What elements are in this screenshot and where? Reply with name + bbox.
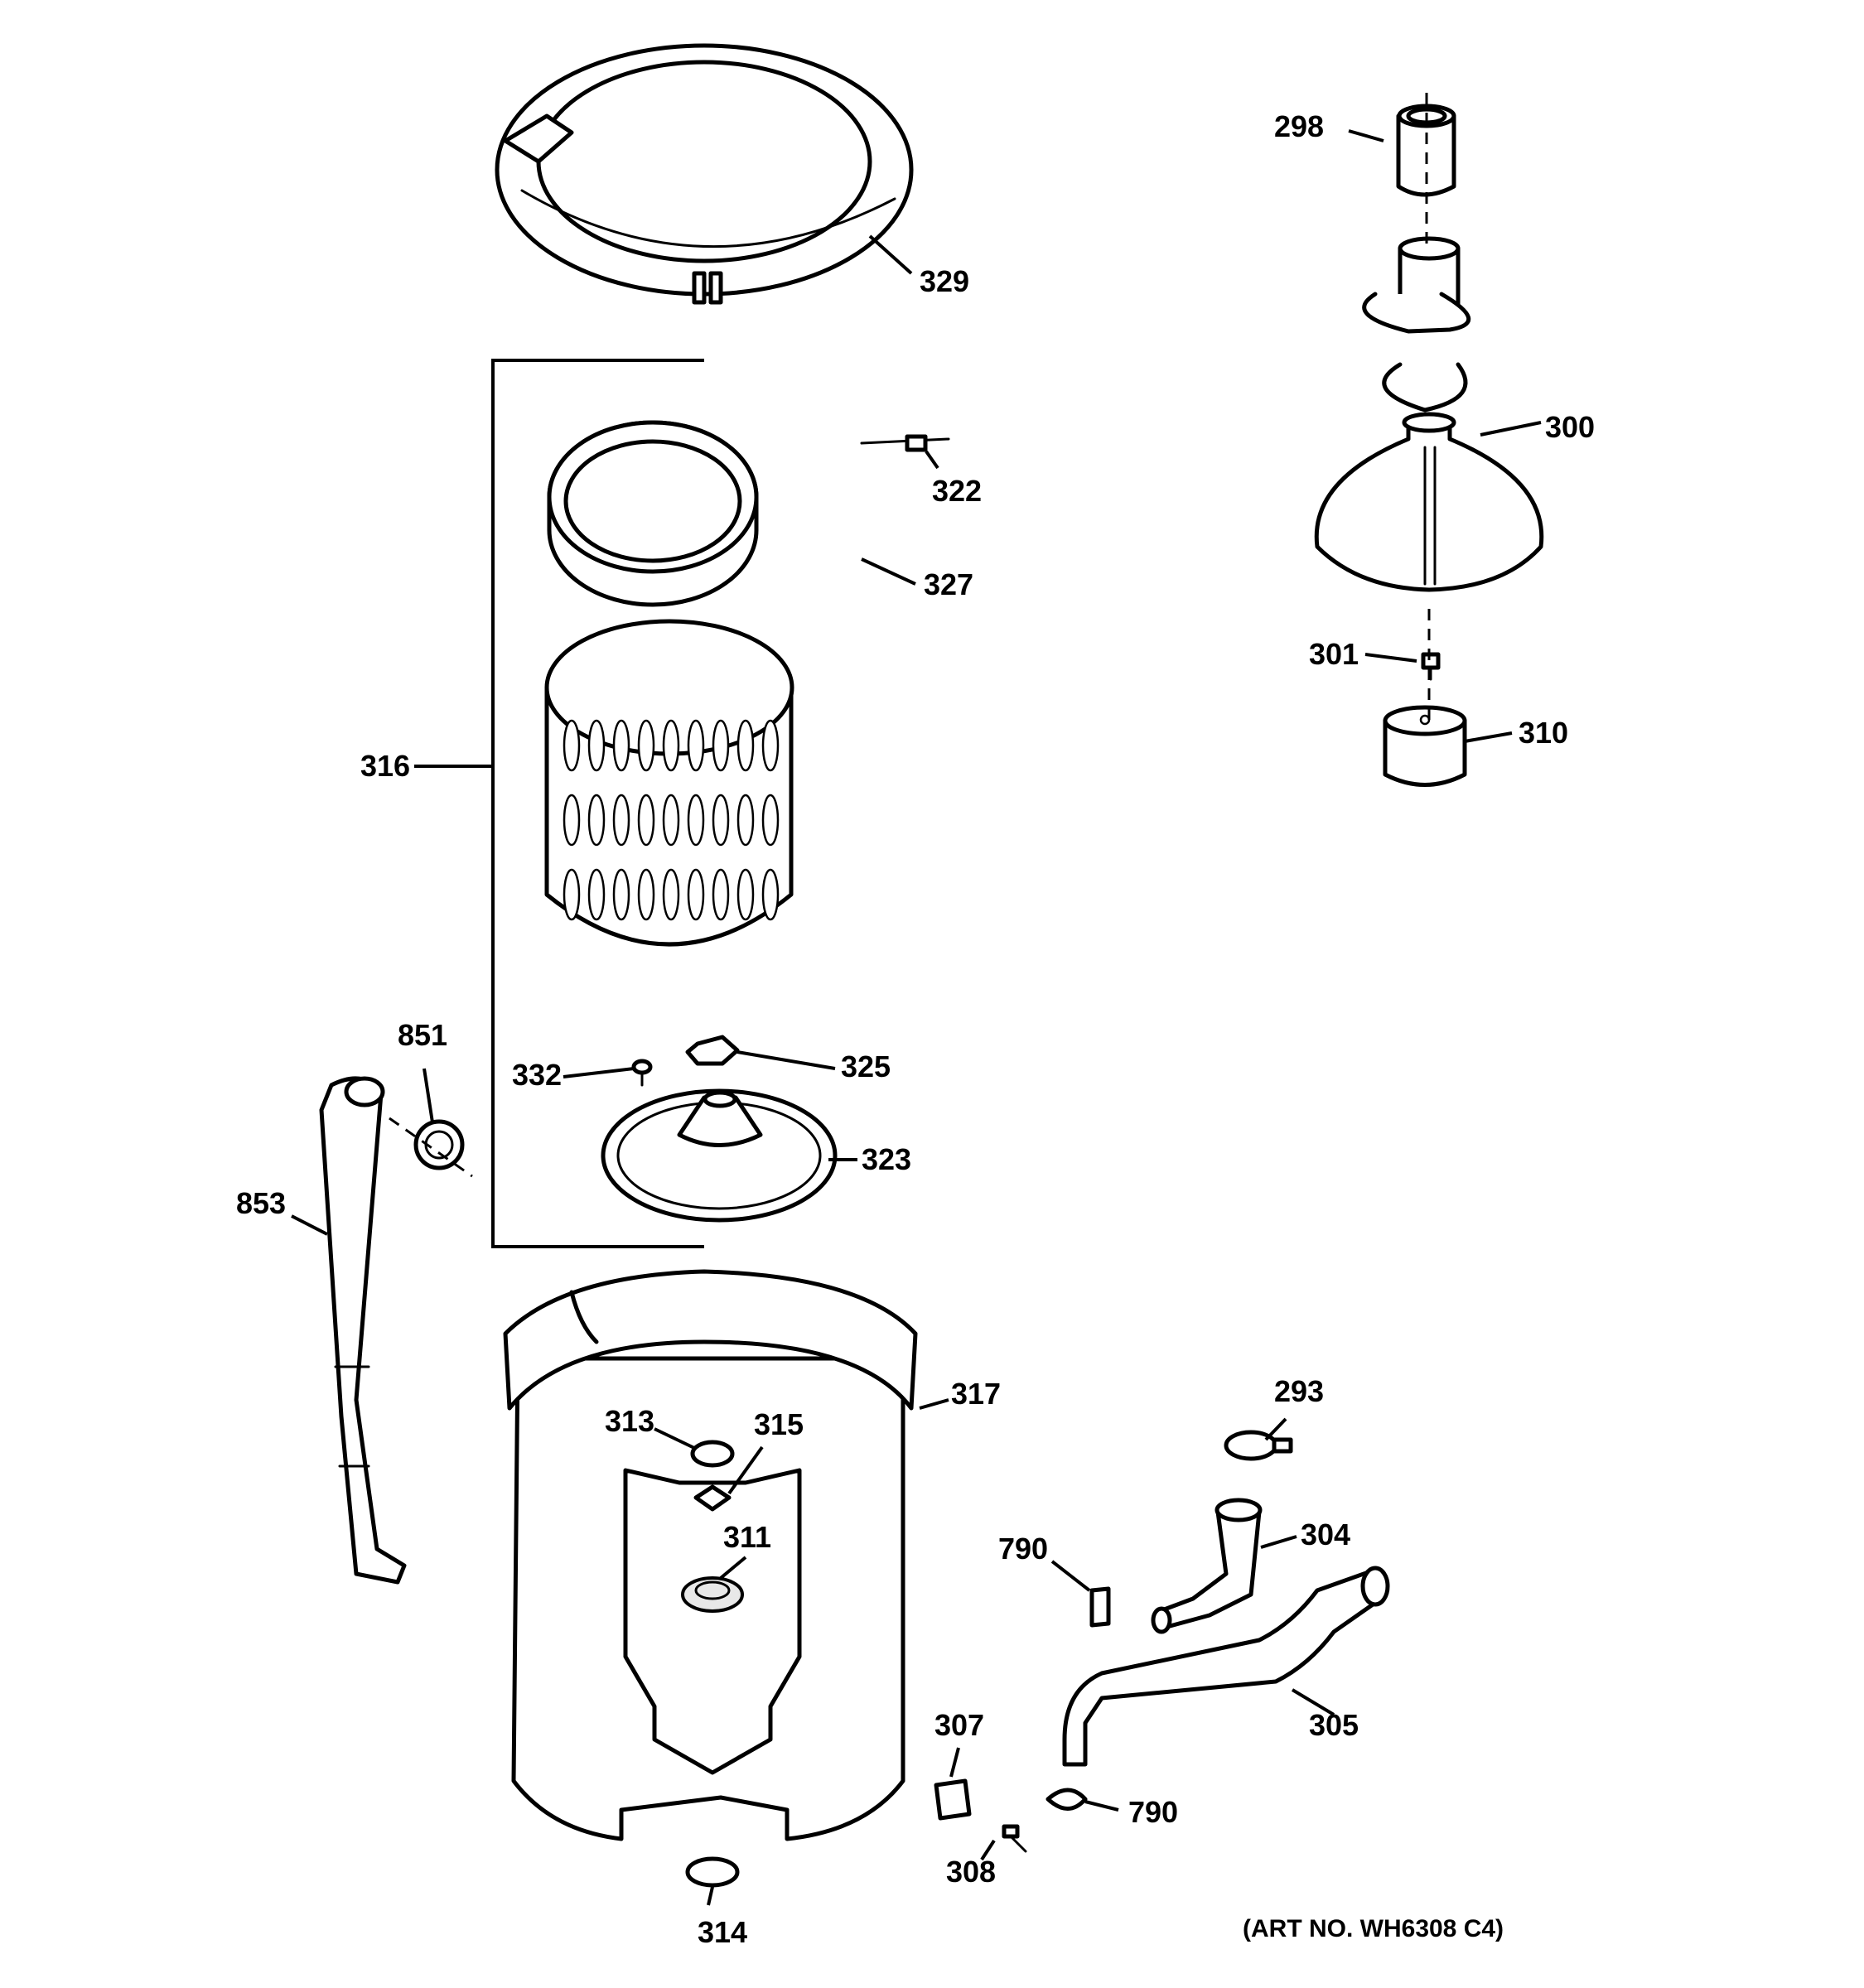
part-314-gasket [685, 1856, 740, 1888]
part-853-hose [319, 1076, 407, 1585]
basket-perforation [612, 794, 630, 847]
callout-308: 308 [946, 1855, 996, 1889]
basket-perforation [761, 719, 780, 772]
part-305-drain-hose [1062, 1566, 1390, 1767]
part-313-seal [690, 1440, 735, 1468]
basket-perforation [612, 868, 630, 921]
basket-perforation [637, 868, 655, 921]
part-301-bolt [1421, 652, 1441, 681]
part-307-bracket [934, 1778, 972, 1821]
callout-298: 298 [1274, 109, 1324, 143]
callout-790-upper: 790 [998, 1532, 1048, 1566]
basket-perforation [736, 868, 755, 921]
basket-perforation [687, 794, 705, 847]
centerline-agitator [1425, 93, 1431, 721]
basket-perforation [662, 868, 680, 921]
callout-300: 300 [1545, 410, 1595, 444]
part-310-cam [1383, 705, 1467, 787]
callout-323: 323 [862, 1142, 911, 1176]
part-325-nut [685, 1035, 740, 1066]
callout-293: 293 [1274, 1374, 1324, 1408]
basket-perforation [761, 868, 780, 921]
callout-327: 327 [924, 567, 973, 601]
part-322-screw [860, 434, 950, 452]
callout-790-lower: 790 [1128, 1795, 1178, 1829]
part-790-clamp-upper [1089, 1586, 1111, 1628]
part-327-balance-ring [547, 420, 759, 607]
basket-perforation [761, 794, 780, 847]
callout-317: 317 [951, 1377, 1001, 1411]
callout-315: 315 [754, 1407, 804, 1441]
callout-310: 310 [1519, 716, 1568, 750]
basket-perforation [662, 719, 680, 772]
part-308-screw [1002, 1824, 1027, 1853]
callout-314: 314 [698, 1915, 747, 1949]
callout-325: 325 [841, 1049, 891, 1083]
basket-perforation [587, 868, 606, 921]
basket-perforation [563, 794, 581, 847]
basket-perforation [687, 719, 705, 772]
basket-perforation [712, 719, 730, 772]
basket-perforation [712, 868, 730, 921]
callout-313: 313 [605, 1404, 654, 1438]
callout-853: 853 [236, 1186, 286, 1220]
basket-perforation [563, 868, 581, 921]
callout-851: 851 [398, 1018, 447, 1052]
callout-301: 301 [1309, 637, 1359, 671]
basket-perforation [712, 794, 730, 847]
basket-perforation [736, 794, 755, 847]
basket-perforation [563, 719, 581, 772]
basket-perforation [662, 794, 680, 847]
part-332-screw [631, 1059, 653, 1087]
basket-perforation [587, 794, 606, 847]
part-317-outer-tub [503, 1269, 918, 1841]
callout-307: 307 [934, 1708, 984, 1742]
part-300-agitator [1314, 236, 1544, 592]
part-304-hose-elbow [1151, 1498, 1263, 1634]
basket-perforation [637, 794, 655, 847]
art-number: (ART NO. WH6308 C4) [1243, 1915, 1504, 1942]
callout-332: 332 [512, 1058, 562, 1092]
callout-305: 305 [1309, 1708, 1359, 1742]
part-790-clamp-lower [1045, 1788, 1088, 1811]
basket-perforation [637, 719, 655, 772]
callout-311: 311 [723, 1520, 771, 1554]
part-851-filter [389, 1117, 473, 1178]
callout-316: 316 [360, 749, 410, 783]
basket-perforation [687, 868, 705, 921]
callout-329: 329 [920, 264, 969, 298]
part-316-wash-basket [544, 619, 794, 947]
part-329-tub-cover [495, 43, 914, 305]
part-323-hub [601, 1088, 838, 1223]
basket-perforation [612, 719, 630, 772]
part-315-washer [693, 1484, 732, 1512]
part-311-bearing [681, 1576, 744, 1613]
callout-304: 304 [1301, 1518, 1350, 1551]
bracket-316 [491, 359, 704, 1248]
basket-perforation [587, 719, 606, 772]
callout-322: 322 [932, 474, 982, 508]
part-293-clamp [1224, 1430, 1293, 1461]
basket-perforation [736, 719, 755, 772]
leader-lines [291, 129, 1542, 1906]
